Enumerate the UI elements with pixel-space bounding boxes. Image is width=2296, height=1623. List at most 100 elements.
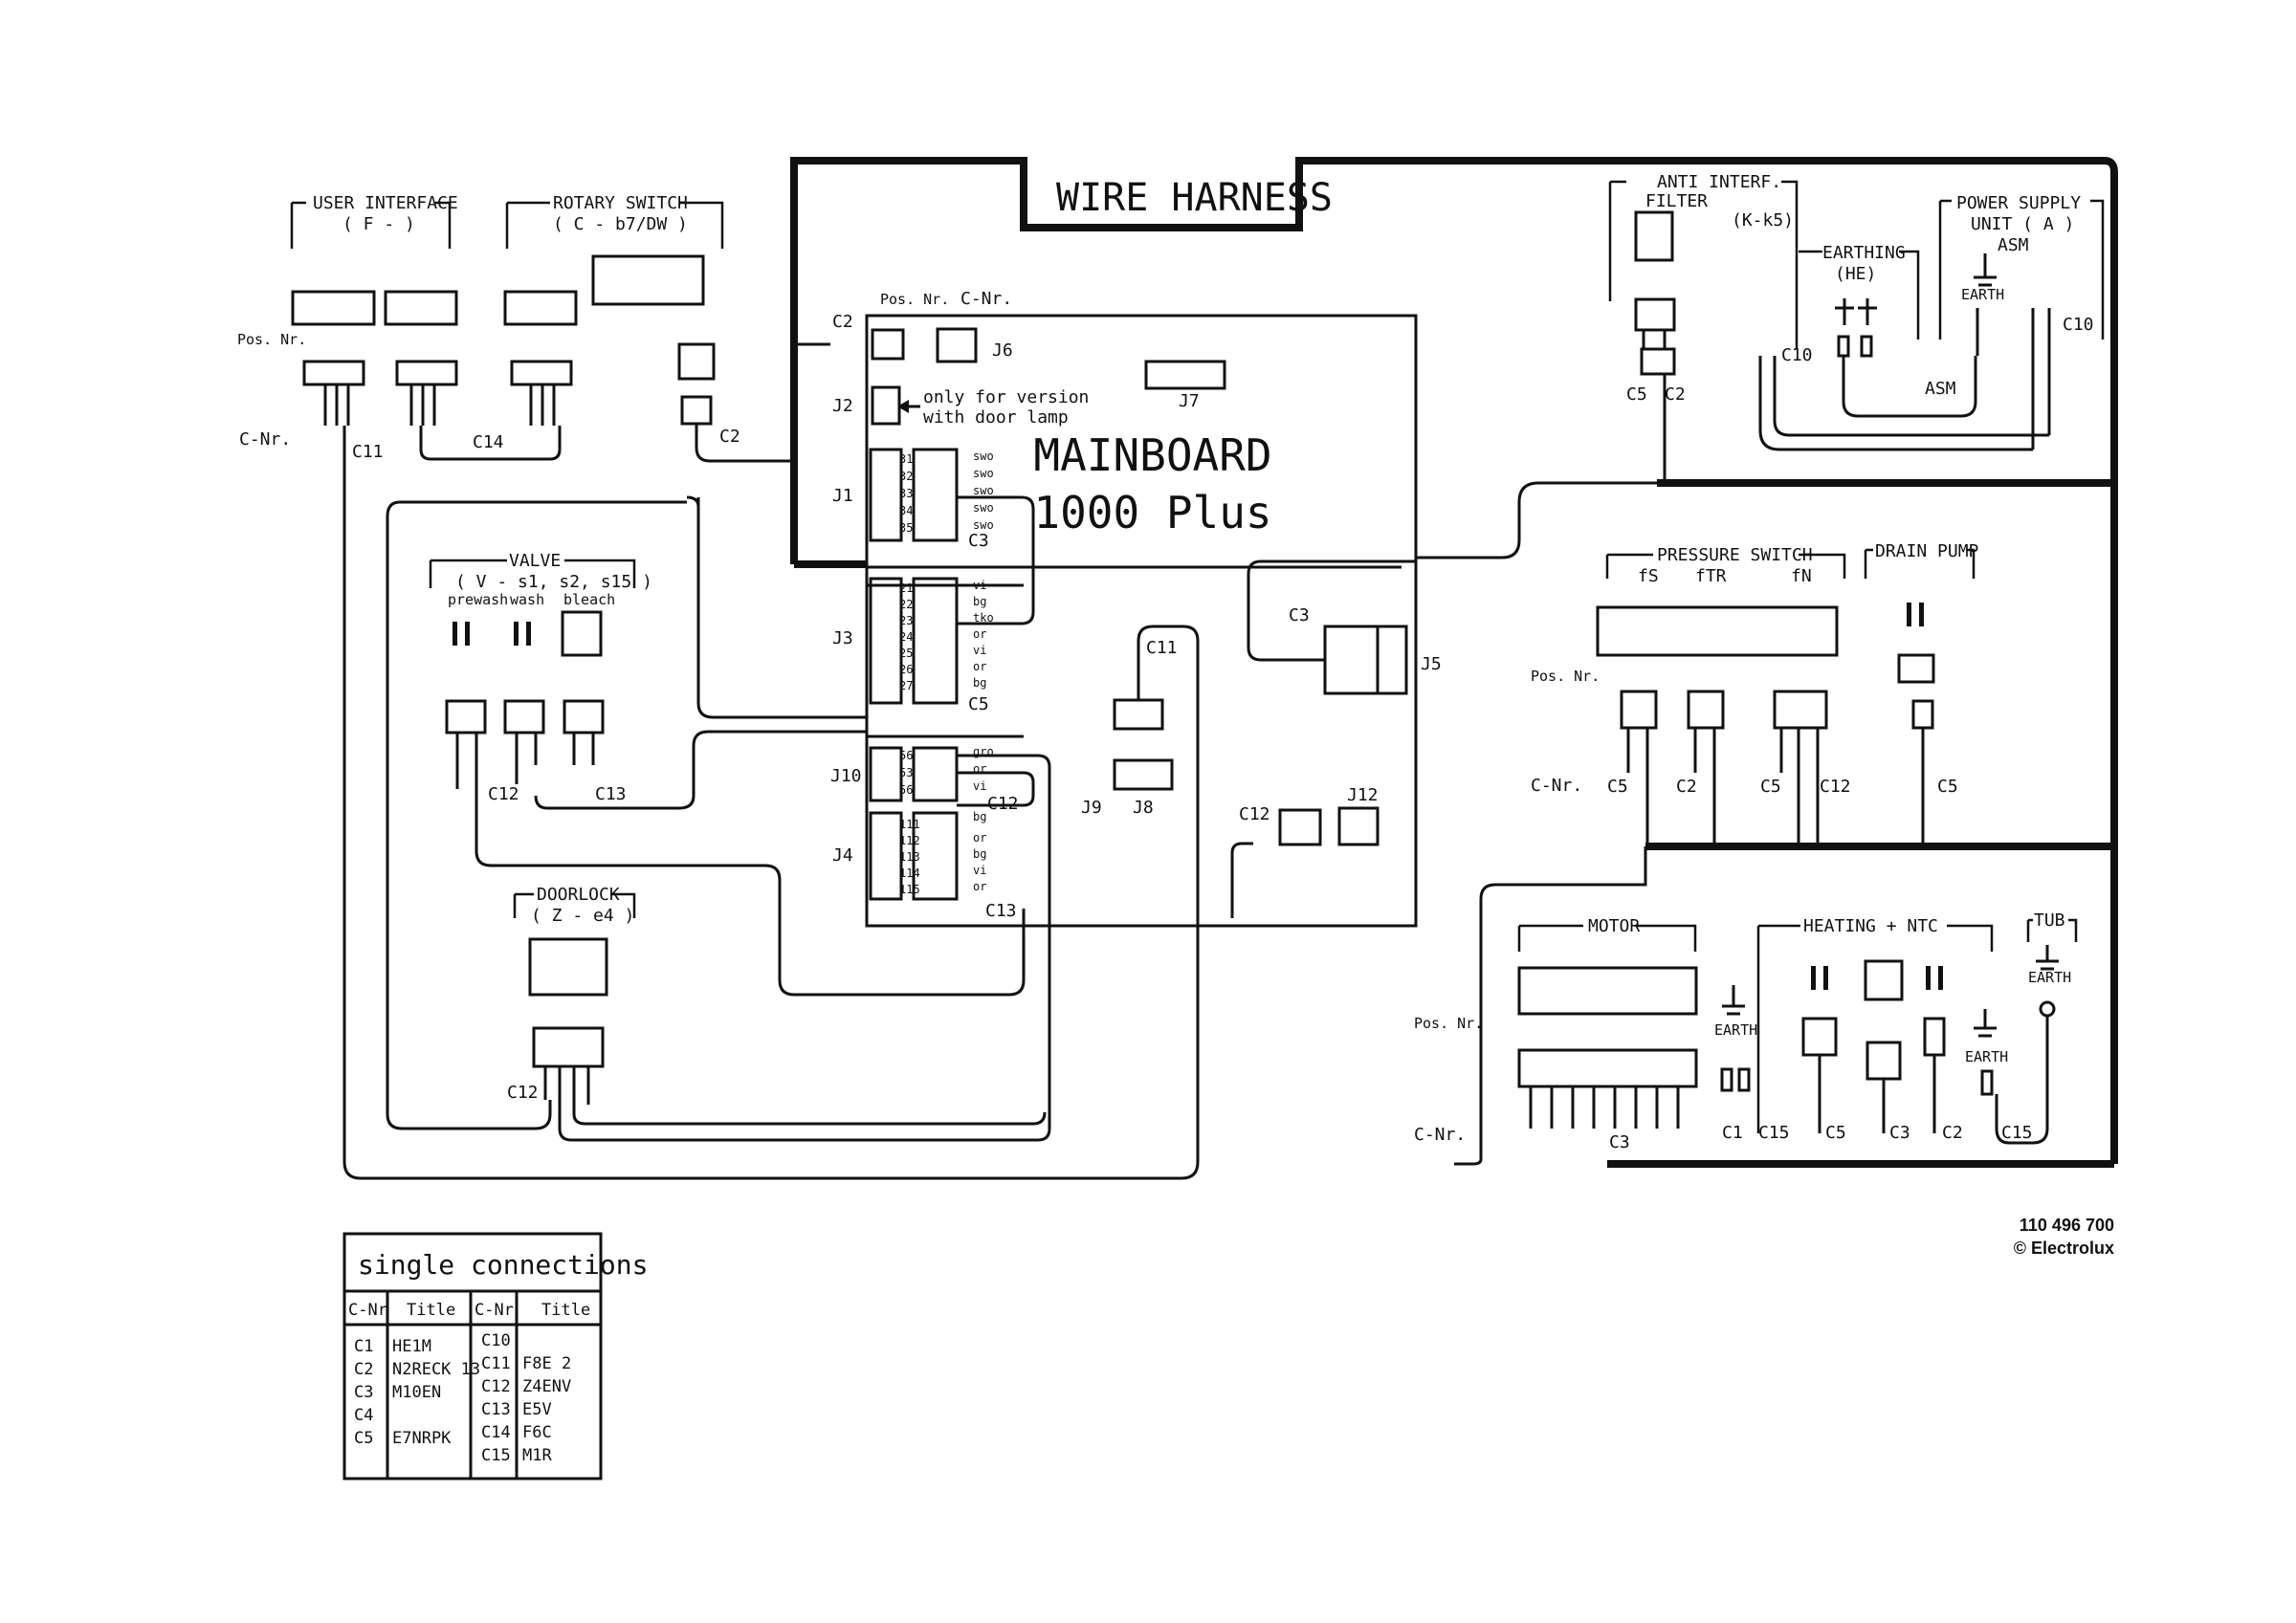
drain-pump-title: DRAIN PUMP	[1875, 541, 1979, 561]
label-j4: J4	[832, 845, 853, 866]
table-row: F6C	[522, 1423, 552, 1442]
conn-label-c11-ui: C11	[352, 442, 384, 462]
connector-j6	[936, 327, 978, 363]
heating-ntc	[1756, 924, 1997, 1133]
connector-j1	[869, 448, 903, 542]
svg-text:113: 113	[899, 850, 920, 864]
label-j3: J3	[832, 628, 853, 648]
connector-j7	[1144, 360, 1226, 390]
conn-label-c12-valve: C12	[488, 784, 519, 804]
conn-label-c3-motor: C3	[1609, 1132, 1630, 1152]
mainboard-title: MAINBOARD	[1033, 429, 1271, 481]
svg-text:vi: vi	[973, 644, 986, 657]
connector-c12-small	[1278, 808, 1322, 846]
valve-code: ( V - s1, s2, s15 )	[455, 572, 652, 592]
pos-nr-label-motor: Pos. Nr.	[1414, 1015, 1483, 1032]
svg-text:swo: swo	[973, 450, 994, 463]
svg-text:35: 35	[899, 521, 913, 535]
earthing-title: EARTHING	[1822, 243, 1906, 263]
asm-label: ASM	[1925, 379, 1956, 399]
earth-label-psu: EARTH	[1961, 286, 2004, 303]
power-supply-code: ASM	[1998, 235, 2029, 255]
doorlock-code: ( Z - e4 )	[531, 906, 634, 926]
c-nr-label-motor: C-Nr.	[1414, 1125, 1466, 1145]
conn-label-c15-motor: C15	[1758, 1123, 1790, 1143]
earthing	[1799, 250, 1977, 418]
svg-text:114: 114	[899, 866, 920, 880]
wire-harness-outline	[790, 157, 2118, 1168]
svg-text:tko: tko	[973, 611, 994, 625]
valve-wash: wash	[510, 591, 544, 608]
table-row: C5	[354, 1429, 373, 1448]
conn-label-c3-heat: C3	[1889, 1123, 1910, 1143]
conn-label-c3-j5: C3	[1289, 605, 1310, 625]
earthing-code: (HE)	[1835, 264, 1876, 284]
conn-label-c5-dp: C5	[1937, 777, 1958, 797]
pos-nr-label-right: Pos. Nr.	[1531, 668, 1600, 685]
table-row: C13	[481, 1400, 511, 1419]
svg-text:or: or	[973, 627, 986, 641]
conn-label-c13-j4: C13	[985, 901, 1017, 921]
conn-label-c2-board: C2	[832, 312, 853, 332]
pos-nr-label-left: Pos. Nr.	[237, 331, 306, 348]
table-header-cnr-right: C-Nr	[475, 1301, 514, 1320]
drain-pump	[1864, 548, 1976, 846]
svg-text:bg: bg	[973, 810, 986, 823]
svg-text:vi: vi	[973, 779, 986, 793]
doorlock-title: DOORLOCK	[537, 885, 620, 905]
svg-text:26: 26	[899, 663, 913, 676]
door-lamp-note-1: only for version	[923, 387, 1089, 407]
valve-title: VALVE	[509, 551, 561, 571]
svg-text:32: 32	[899, 470, 913, 483]
table-row: C15	[481, 1446, 511, 1465]
earth-label-tub: EARTH	[2028, 969, 2071, 986]
connector-j4-plug	[912, 811, 959, 901]
conn-label-c5-j3: C5	[968, 694, 989, 714]
user-interface	[290, 201, 458, 426]
svg-text:bg: bg	[973, 595, 986, 608]
conn-label-c5-ps2: C5	[1760, 777, 1781, 797]
anti-interference-filter	[1608, 180, 1799, 481]
earth-label-heating: EARTH	[1965, 1048, 2008, 1065]
c-nr-label-left: C-Nr.	[239, 429, 291, 450]
svg-text:31: 31	[899, 452, 913, 466]
harness-title: WIRE HARNESS	[1056, 176, 1333, 220]
connector-j10	[869, 746, 903, 802]
connector-j3-plug	[912, 577, 959, 705]
table-left-rows: C1 HE1M C2 N2RECK 13 C3 M10EN C4 C5 E7NR…	[354, 1337, 480, 1448]
conn-label-c2-heat: C2	[1942, 1123, 1963, 1143]
conn-label-c13-valve: C13	[595, 784, 627, 804]
svg-text:21: 21	[899, 581, 913, 595]
svg-text:33: 33	[899, 487, 913, 500]
svg-text:or: or	[973, 831, 986, 844]
anti-interf-title: ANTI INTERF.	[1657, 172, 1781, 192]
earth-label-motor: EARTH	[1714, 1021, 1757, 1039]
conn-label-c10-a: C10	[1781, 345, 1813, 365]
pressure-ftr: fTR	[1695, 566, 1727, 586]
mainboard-cnr-label: C-Nr.	[960, 289, 1012, 309]
arrow-icon	[897, 400, 909, 413]
power-supply-title2: UNIT ( A )	[1971, 214, 2074, 234]
copyright: © Electrolux	[2014, 1239, 2114, 1258]
svg-text:vi: vi	[973, 864, 986, 877]
svg-text:swo: swo	[973, 518, 994, 532]
label-j8: J8	[1133, 798, 1154, 818]
table-title: single connections	[358, 1249, 648, 1281]
label-j6: J6	[992, 340, 1013, 361]
conn-label-c5-heat: C5	[1825, 1123, 1846, 1143]
single-connections-table	[342, 1232, 603, 1480]
table-row: C1	[354, 1337, 373, 1356]
connecting-wires	[342, 342, 1657, 1180]
connector-j3	[869, 577, 903, 705]
table-right-rows: C10 C11 F8E 2 C12 Z4ENV C13 E5V C14 F6C …	[481, 1331, 571, 1465]
svg-text:or: or	[973, 660, 986, 673]
conn-label-c3-j1: C3	[968, 531, 989, 551]
table-header-cnr-left: C-Nr	[348, 1301, 387, 1320]
table-header-title-right: Title	[541, 1301, 590, 1320]
svg-text:22: 22	[899, 598, 913, 611]
anti-interf-title2: FILTER	[1645, 191, 1708, 211]
user-interface-code: ( F - )	[342, 214, 415, 234]
conn-label-c2-ps: C2	[1676, 777, 1697, 797]
table-row: C3	[354, 1383, 373, 1402]
